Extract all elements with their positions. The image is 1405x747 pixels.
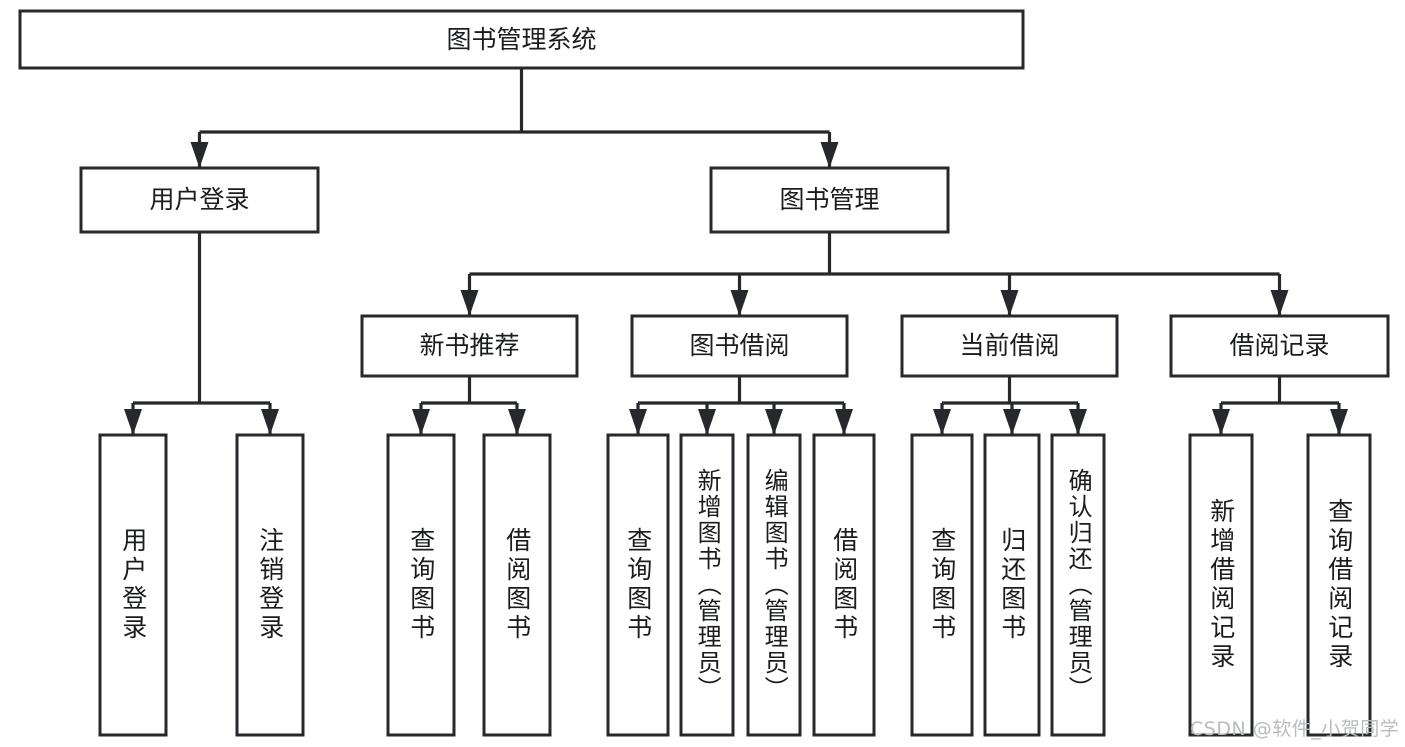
node-box-leaf-return-book[interactable] [983, 433, 1041, 737]
arrow-head-icon-leaf-query-book-3 [933, 409, 951, 435]
arrow-head-icon-leaf-confirm-return [1069, 409, 1087, 435]
arrow-head-icon-leaf-add-book [698, 409, 716, 435]
node-box-user-login[interactable] [79, 166, 320, 234]
arrow-head-icon-book-management [820, 142, 839, 168]
node-box-leaf-query-book-3[interactable] [910, 433, 974, 737]
arrow-head-icon-leaf-return-book [1003, 409, 1021, 435]
node-box-current-borrow[interactable] [900, 314, 1119, 378]
arrow-head-icon-book-borrow [730, 290, 749, 316]
arrow-head-icon-leaf-query-book-1 [412, 409, 430, 435]
arrow-head-icon-leaf-user-logout [261, 409, 279, 435]
arrow-head-icon-leaf-user-login [124, 409, 142, 435]
node-box-book-management[interactable] [709, 166, 950, 234]
node-box-leaf-query-book-1[interactable] [386, 433, 456, 737]
arrow-head-icon-leaf-query-record [1330, 409, 1348, 435]
boxes-layer [18, 9, 1390, 737]
node-box-borrow-record[interactable] [1169, 314, 1390, 378]
connectors-layer [124, 68, 1348, 435]
csdn-watermark: CSDN @软件_小贺同学 [1190, 718, 1400, 740]
arrow-head-icon-borrow-record [1270, 290, 1289, 316]
node-box-root[interactable] [18, 9, 1025, 70]
node-box-leaf-query-record[interactable] [1306, 433, 1372, 737]
arrow-head-icon-current-borrow [1000, 290, 1019, 316]
node-box-leaf-add-book[interactable] [679, 433, 735, 737]
node-box-leaf-user-logout[interactable] [235, 433, 305, 737]
arrow-head-icon-leaf-borrow-book-2 [835, 409, 853, 435]
node-box-book-borrow[interactable] [630, 314, 849, 378]
node-box-leaf-query-book-2[interactable] [606, 433, 670, 737]
node-box-leaf-user-login[interactable] [98, 433, 168, 737]
arrow-head-icon-leaf-add-record [1212, 409, 1230, 435]
arrow-head-icon-new-book-recommend [460, 290, 479, 316]
node-box-leaf-borrow-book-1[interactable] [482, 433, 552, 737]
arrow-head-icon-user-login [190, 142, 209, 168]
node-box-new-book-recommend[interactable] [360, 314, 579, 378]
arrow-head-icon-leaf-borrow-book-1 [508, 409, 526, 435]
node-box-leaf-confirm-return[interactable] [1050, 433, 1106, 737]
node-box-leaf-edit-book[interactable] [746, 433, 802, 737]
arrow-head-icon-leaf-edit-book [765, 409, 783, 435]
node-box-leaf-add-record[interactable] [1188, 433, 1254, 737]
arrow-head-icon-leaf-query-book-2 [629, 409, 647, 435]
node-box-leaf-borrow-book-2[interactable] [812, 433, 876, 737]
